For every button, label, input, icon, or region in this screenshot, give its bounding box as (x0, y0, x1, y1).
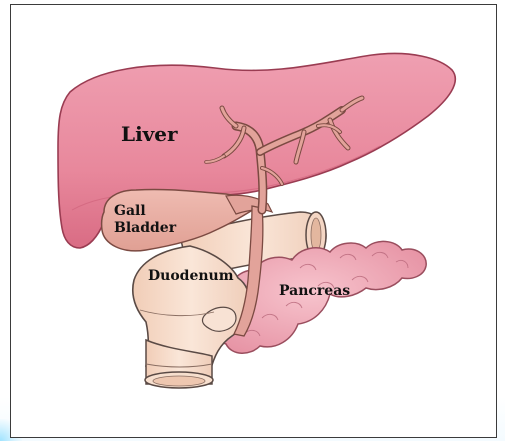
gallbladder-label-line2: Bladder (114, 221, 176, 236)
gallbladder-label-line1: Gall (114, 204, 146, 219)
duodenum-outlet-lumen (153, 376, 205, 386)
pancreas-label: Pancreas (279, 284, 350, 299)
duodenum-lumen (311, 218, 321, 252)
liver-label: Liver (121, 124, 178, 145)
duodenum-label: Duodenum (148, 269, 234, 284)
